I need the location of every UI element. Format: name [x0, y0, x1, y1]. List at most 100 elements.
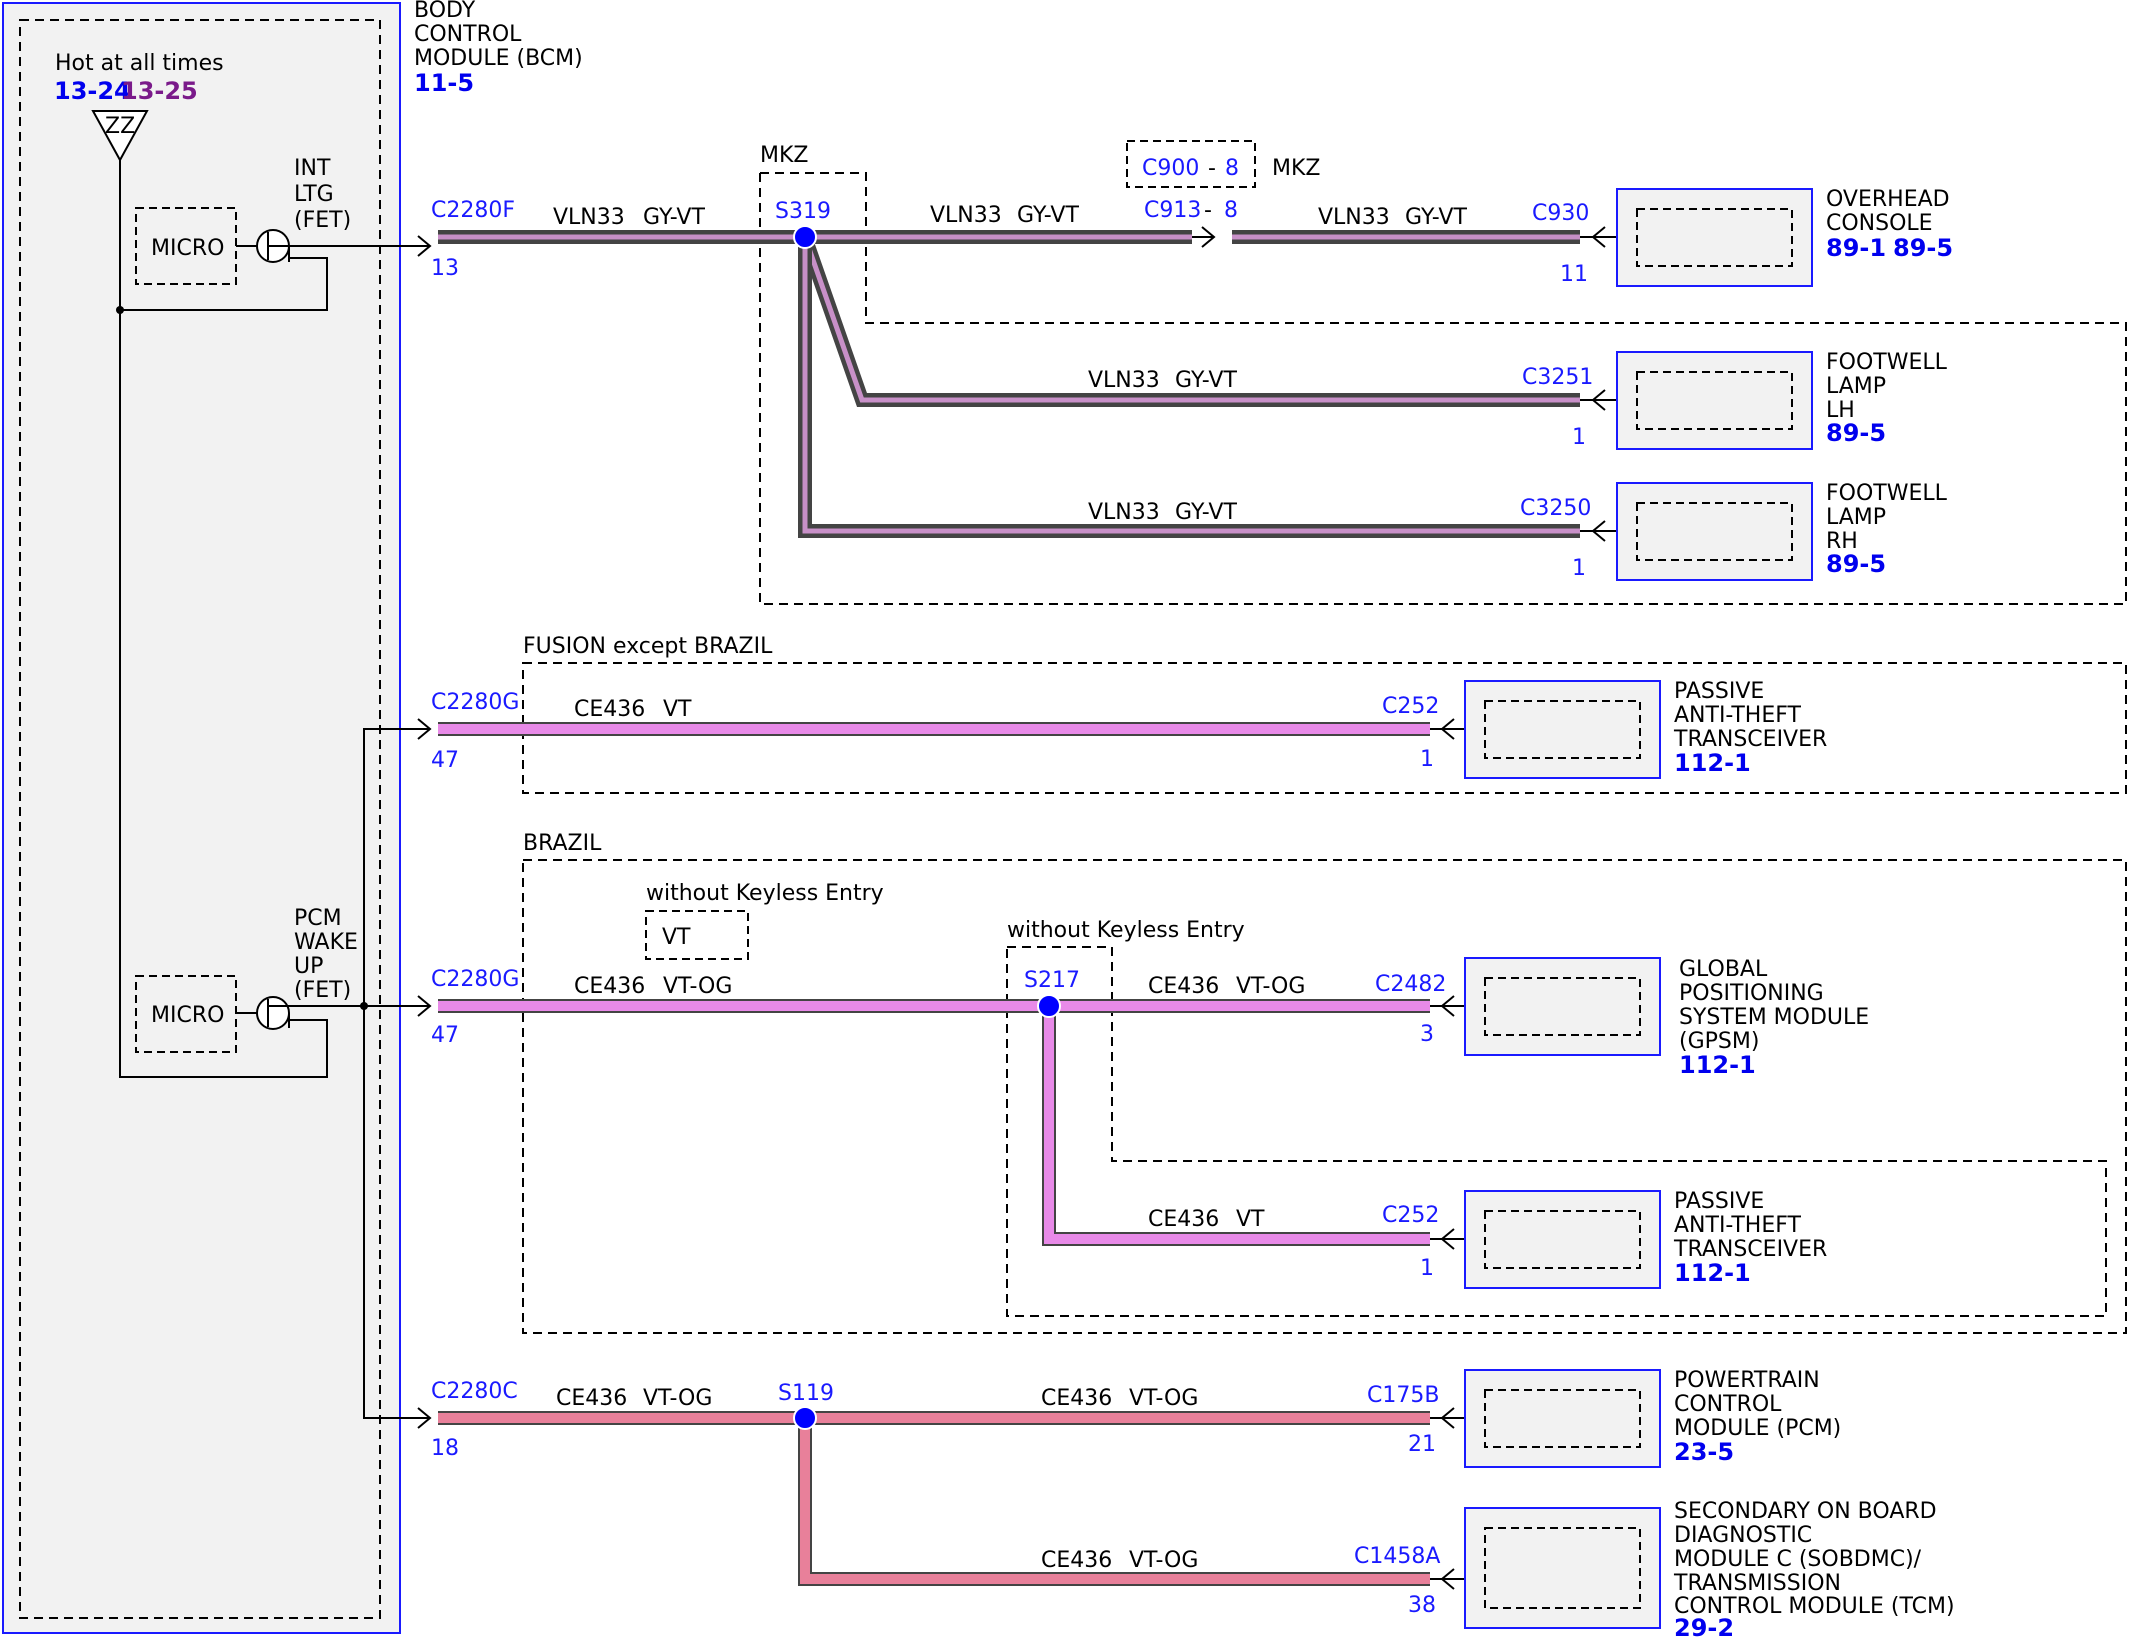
gpsm-line-1: GLOBAL [1679, 957, 1768, 982]
fet-pcm-wake-icon [256, 996, 290, 1030]
s119-splice[interactable] [793, 1406, 817, 1430]
pcm-line-3: MODULE (PCM) [1674, 1416, 1841, 1441]
brazil-wire-circuit: CE436 [574, 974, 645, 999]
pcm-box[interactable] [1464, 1369, 1661, 1468]
wire-c3250-circuit: VLN33 [1088, 500, 1160, 525]
pcm-wake-bus [363, 728, 430, 1419]
brazil-label: BRAZIL [523, 831, 602, 856]
c3250-pin: 1 [1572, 556, 1586, 581]
wire-c3250-color: GY-VT [1175, 500, 1237, 525]
c2280c-label[interactable]: C2280C [431, 1379, 518, 1404]
c913-pin: 8 [1224, 198, 1238, 223]
c900-label[interactable]: C900 [1142, 156, 1199, 181]
wire-brazil-branch [1042, 1006, 1430, 1246]
sobdmc-wire-circuit: CE436 [1041, 1548, 1112, 1573]
fuse-ref-1[interactable]: 13-24 [54, 77, 131, 105]
pcm-ref[interactable]: 23-5 [1674, 1438, 1734, 1466]
brazil-c2280g-label[interactable]: C2280G [431, 967, 519, 992]
overhead-ref-2[interactable]: 89-5 [1893, 234, 1953, 262]
overhead-line-2: CONSOLE [1826, 211, 1933, 236]
c175b-label[interactable]: C175B [1367, 1383, 1439, 1408]
gpsm-box[interactable] [1464, 957, 1661, 1056]
footwell-rh-line-2: LAMP [1826, 505, 1886, 530]
footwell-rh-ref[interactable]: 89-5 [1826, 550, 1886, 578]
wire-c913-color: GY-VT [1405, 205, 1467, 230]
s119-label[interactable]: S119 [778, 1381, 834, 1406]
gpsm-line-4: (GPSM) [1679, 1029, 1759, 1054]
brazil-c252-label[interactable]: C252 [1382, 1203, 1439, 1228]
brazil-branch-color: VT [1236, 1207, 1265, 1232]
brazil-pats-ref[interactable]: 112-1 [1674, 1259, 1751, 1287]
bcm-title-line-3: MODULE (BCM) [414, 46, 583, 71]
bcm-power-feed [119, 160, 328, 1078]
bcm-title-line-2: CONTROL [414, 22, 522, 47]
sobdmc-ref[interactable]: 29-2 [1674, 1614, 1734, 1638]
fuse-symbol-label: ZZ [105, 114, 135, 139]
c3251-pin: 1 [1572, 425, 1586, 450]
micro-upper-label: MICRO [151, 236, 224, 261]
sobdmc-line-1: SECONDARY ON BOARD [1674, 1499, 1937, 1524]
fusion-receive-arrow [1430, 718, 1465, 740]
brazil-pats-box[interactable] [1464, 1190, 1661, 1289]
brazil-section: BRAZIL without Keyless Entry VT without … [431, 831, 2127, 1334]
brazil-pats-line-2: ANTI-THEFT [1674, 1213, 1802, 1238]
pcm-line-2: CONTROL [1674, 1392, 1782, 1417]
s319-label[interactable]: S319 [775, 199, 831, 224]
brazil-no-keyless-1: without Keyless Entry [646, 881, 884, 906]
brazil-wire2-color: VT-OG [1236, 974, 1305, 999]
sobdmc-line-3: MODULE C (SOBDMC)/ [1674, 1547, 1922, 1572]
mkz-receive-arrows [1580, 226, 1617, 542]
bcm-connector-arrows [417, 235, 432, 1429]
c930-pin: 11 [1560, 262, 1588, 287]
footwell-lamp-lh-box[interactable] [1616, 351, 1813, 450]
footwell-lamp-rh-box[interactable] [1616, 482, 1813, 581]
c3251-label[interactable]: C3251 [1522, 365, 1593, 390]
pcm-section: C2280C 18 CE436 VT-OG S119 CE436 VT-OG C… [431, 1368, 1955, 1638]
fuse-icon [91, 110, 149, 163]
fusion-dashed-region [522, 662, 2127, 794]
s319-splice[interactable] [793, 225, 817, 249]
brazil-no-keyless-2: without Keyless Entry [1007, 918, 1245, 943]
sobdmc-line-5: CONTROL MODULE (TCM) [1674, 1594, 1955, 1619]
fusion-c2280g-label[interactable]: C2280G [431, 690, 519, 715]
overhead-ref-1[interactable]: 89-1 [1826, 234, 1886, 262]
svg-text:-: - [1208, 156, 1216, 181]
s217-label[interactable]: S217 [1024, 968, 1080, 993]
sobdmc-box[interactable] [1464, 1507, 1661, 1629]
pcm-wake-line-3: UP [294, 954, 323, 979]
fusion-c252-label[interactable]: C252 [1382, 694, 1439, 719]
c913-label[interactable]: C913 [1144, 198, 1201, 223]
footwell-lh-ref[interactable]: 89-5 [1826, 419, 1886, 447]
c3250-label[interactable]: C3250 [1520, 496, 1591, 521]
sobdmc-line-2: DIAGNOSTIC [1674, 1523, 1812, 1548]
int-ltg-line-3: (FET) [294, 208, 351, 233]
c2280f-label[interactable]: C2280F [431, 198, 515, 223]
brazil-receive-arrows [1430, 995, 1465, 1250]
s217-splice[interactable] [1037, 994, 1061, 1018]
brazil-keyless-region [1006, 946, 2107, 1317]
brazil-no-keyless-vt-box [645, 910, 749, 960]
fusion-pats-box[interactable] [1464, 680, 1661, 779]
sobdmc-wire-color: VT-OG [1129, 1548, 1198, 1573]
micro-lower-label: MICRO [151, 1003, 224, 1028]
c2482-label[interactable]: C2482 [1375, 972, 1446, 997]
wire-s319-circuit: VLN33 [930, 203, 1002, 228]
fusion-wire-color: VT [663, 697, 692, 722]
pcm-wake-junction [360, 1002, 368, 1010]
pcm-wire1-color: VT-OG [643, 1386, 712, 1411]
wire-c3251-color: GY-VT [1175, 368, 1237, 393]
c930-label[interactable]: C930 [1532, 201, 1589, 226]
footwell-lh-line-3: LH [1826, 398, 1855, 423]
pcm-wire2-color: VT-OG [1129, 1386, 1198, 1411]
gpsm-ref[interactable]: 112-1 [1679, 1051, 1756, 1079]
overhead-console-box[interactable] [1616, 188, 1813, 287]
fusion-wire-circuit: CE436 [574, 697, 645, 722]
bcm-ref[interactable]: 11-5 [414, 69, 474, 97]
fusion-pats-ref[interactable]: 112-1 [1674, 749, 1751, 777]
wire-c3251-circuit: VLN33 [1088, 368, 1160, 393]
c1458a-label[interactable]: C1458A [1354, 1544, 1440, 1569]
brazil-branch-circuit: CE436 [1148, 1207, 1219, 1232]
gpsm-line-3: SYSTEM MODULE [1679, 1005, 1869, 1030]
fuse-ref-2[interactable]: 13-25 [121, 77, 198, 105]
